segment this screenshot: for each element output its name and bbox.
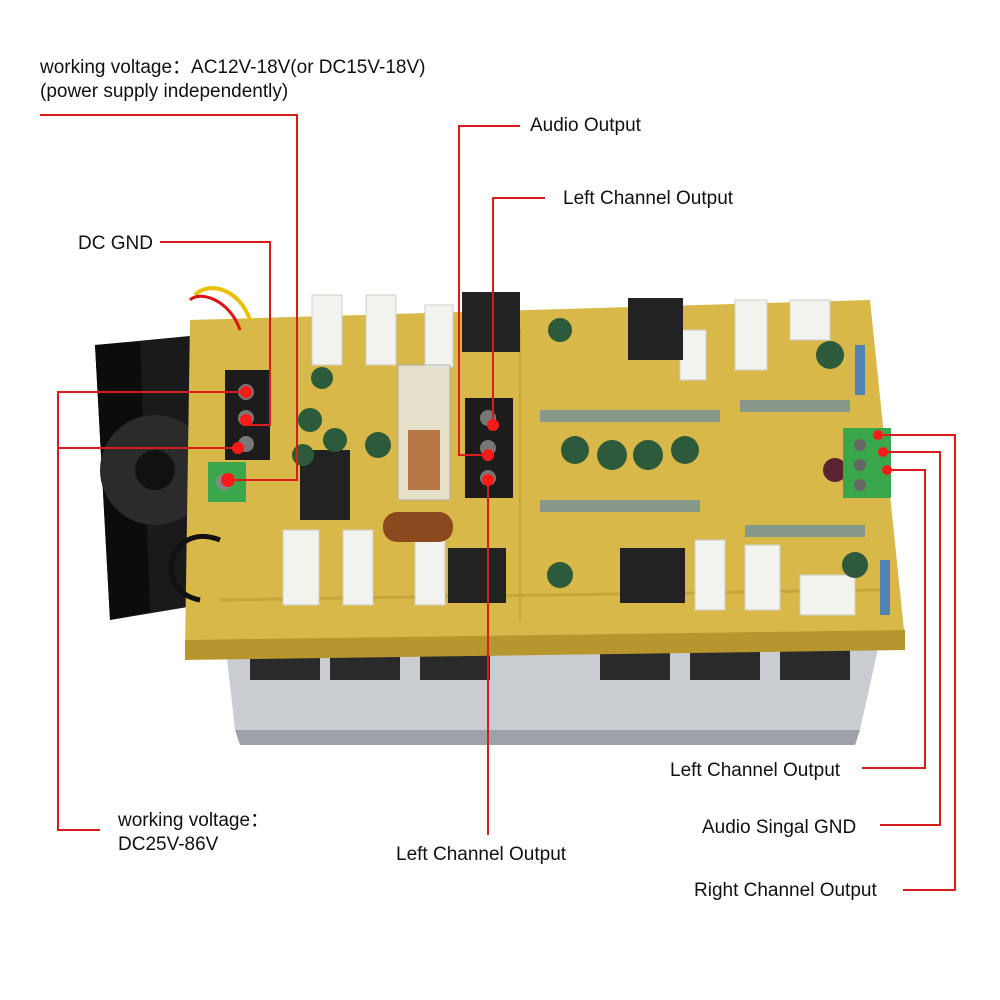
working-voltage-dc-label: working voltage：	[118, 810, 270, 831]
power-supply-note-label: (power supply independently)	[40, 81, 289, 102]
working-voltage-ac-label: working voltage：AC12V-18V(or DC15V-18V)	[40, 57, 426, 78]
resistor-rows	[540, 345, 890, 615]
left-channel-output-top-label: Left Channel Output	[563, 188, 734, 209]
heatsink-icon	[300, 292, 685, 603]
fan-wires	[168, 286, 252, 603]
electrolytic-capacitors	[292, 318, 868, 588]
left-channel-output-right-label: Left Channel Output	[670, 760, 841, 781]
audio-signal-gnd-label: Audio Singal GND	[702, 817, 857, 838]
audio-output-label: Audio Output	[530, 115, 641, 136]
heatsink-base	[225, 640, 880, 745]
leader-lines	[40, 114, 956, 891]
input-terminal-block	[843, 428, 891, 498]
working-voltage-dc-value: DC25V-86V	[118, 834, 219, 855]
red-dot-marker-icon	[221, 386, 892, 487]
inductor	[383, 512, 453, 542]
left-channel-output-bottom-label: Left Channel Output	[396, 844, 567, 865]
cement-resistors	[282, 294, 856, 616]
dc-gnd-label: DC GND	[78, 233, 153, 254]
relay	[397, 364, 451, 501]
right-channel-output-label: Right Channel Output	[694, 880, 877, 901]
